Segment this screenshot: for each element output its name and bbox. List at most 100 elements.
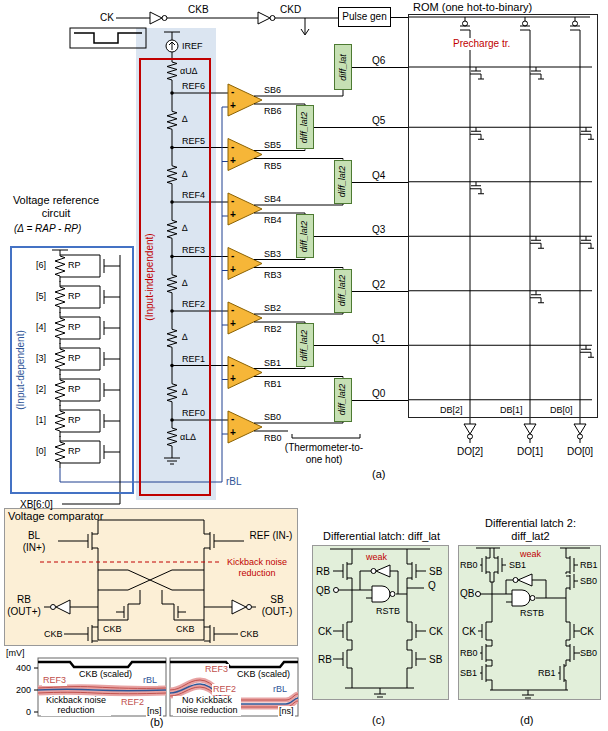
signal-connector	[352, 67, 408, 68]
inverter-bubble	[371, 569, 376, 574]
latch-block: diff_lat2	[334, 378, 352, 422]
signal-label: SB0	[264, 412, 281, 423]
latch2-detail-panel: Differential latch 2: diff_lat2	[458, 545, 601, 700]
signal-label: SB0	[580, 576, 597, 587]
signal-label: RB3	[264, 270, 282, 281]
output-inverter	[574, 424, 586, 434]
signal-label: RB6	[264, 106, 282, 117]
reference-wire	[172, 93, 228, 420]
inverter-bubble	[51, 605, 56, 610]
signal-label: CK	[429, 626, 443, 638]
clock-wire	[116, 18, 338, 35]
read-bitline-wire	[60, 107, 228, 482]
pulse-gen-box: Pulse gen	[338, 7, 391, 27]
signal-label: +	[230, 427, 236, 439]
ref-trace-outline	[38, 687, 166, 694]
signal-label: CKB	[240, 629, 259, 640]
signal-label: [mV]	[6, 648, 25, 659]
latch-block: diff_lat2	[296, 323, 314, 367]
signal-label: αU∆	[180, 66, 197, 77]
signal-label: SB	[429, 654, 442, 666]
signal-label: No Kickback noise reduction	[173, 696, 241, 716]
signal-label: CKB (scaled)	[236, 669, 291, 680]
output-inverter	[524, 424, 536, 434]
signal-label: SB1	[509, 560, 526, 571]
comparator-output	[254, 431, 288, 432]
signal-label: RB1	[538, 668, 556, 679]
comparator-output	[254, 159, 343, 160]
signal-label: CKB	[176, 624, 195, 635]
inverter-bubble	[528, 434, 533, 439]
signal-label: -	[231, 304, 234, 316]
signal-connector	[352, 182, 408, 183]
node-terminal	[334, 588, 339, 593]
signal-label: -	[231, 413, 234, 425]
node-label: diff_lat2	[300, 329, 311, 361]
signal-label: [6]	[36, 260, 46, 271]
node-label: diff_lat2	[300, 111, 311, 143]
transistor-wiring	[330, 549, 430, 697]
weak-inverter	[376, 565, 390, 577]
edge-label: Q1	[372, 333, 385, 345]
signal-label: SB	[429, 566, 442, 578]
edge-label: Q5	[372, 115, 385, 127]
signal-label: CK	[462, 626, 476, 638]
signal-label: (Δ = RAP - RP)	[14, 223, 81, 235]
signal-label: ∆	[182, 387, 188, 398]
signal-label: RP	[68, 415, 81, 426]
signal-label: 0	[26, 707, 31, 718]
signal-label: weak	[366, 552, 387, 563]
signal-label: RSTB	[376, 606, 400, 617]
signal-label: RB4	[264, 215, 282, 226]
signal-label: RB0	[264, 433, 282, 444]
signal-label: CK	[580, 626, 594, 638]
signal-label: weak	[520, 549, 541, 560]
signal-label: RP	[68, 260, 81, 271]
signal-label: SB6	[264, 85, 281, 96]
input-dependent-region: (Input-dependent)	[10, 246, 134, 494]
signal-label: ∆	[182, 278, 188, 289]
axis-ticks	[34, 668, 38, 712]
signal-label: +	[230, 155, 236, 167]
signal-label: RP	[68, 353, 81, 364]
signal-label: +	[230, 318, 236, 330]
signal-label: [1]	[36, 415, 46, 426]
precharge-bubble	[573, 21, 578, 26]
signal-label: CKD	[280, 4, 301, 16]
clock-waveform	[74, 33, 142, 43]
signal-label: REF3	[182, 245, 205, 256]
signal-label: -	[231, 141, 234, 153]
latch-block: diff_lat2	[334, 269, 352, 313]
signal-label: SB2	[264, 303, 281, 314]
signal-label: -	[231, 250, 234, 262]
mtj-resistor-chain	[52, 250, 120, 504]
signal-connector	[314, 127, 408, 128]
signal-label: -	[231, 359, 234, 371]
signal-label: rBL	[272, 684, 288, 695]
rom-block: ROM (one hot-to-binary)	[408, 14, 598, 418]
comparator-symbol	[228, 248, 262, 280]
signal-label: RB5	[264, 161, 282, 172]
signal-label: REF2	[182, 299, 205, 310]
signal-label: XB[6:0]	[20, 499, 53, 511]
signal-label: rBL	[226, 476, 242, 488]
signal-label: DO[0]	[567, 446, 593, 458]
node-label: (Input-independent)	[144, 233, 156, 320]
comparator-symbol	[228, 302, 262, 334]
signal-label: RP	[68, 322, 81, 333]
inverter-bubble	[468, 434, 473, 439]
node-label: Differential latch: diff_lat	[323, 530, 441, 543]
signal-label: +	[230, 373, 236, 385]
comparator-schematic	[4, 508, 298, 646]
transistor-wiring	[44, 520, 256, 643]
waveform-charts	[34, 658, 298, 716]
ckb-waveform	[170, 662, 298, 667]
signal-label: DB[2]	[440, 405, 463, 416]
signal-label: [3]	[36, 353, 46, 364]
signal-label: SB4	[264, 194, 281, 205]
signal-label: REF3	[42, 675, 67, 686]
signal-label: 200	[16, 685, 31, 696]
signal-label: RP	[68, 384, 81, 395]
signal-label: QB	[460, 588, 474, 600]
signal-label: RB1	[580, 560, 598, 571]
